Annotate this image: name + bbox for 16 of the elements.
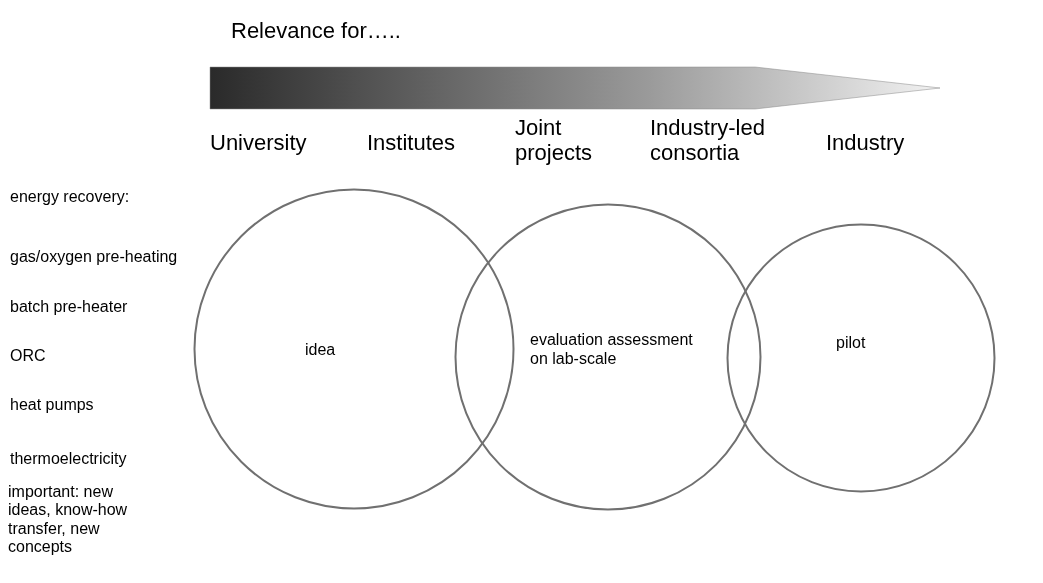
note-text: important: new ideas, know-how transfer, new concepts — [8, 483, 129, 557]
circle-label: idea — [305, 340, 337, 360]
topic-label: heat pumps — [10, 396, 95, 415]
section-heading: energy recovery: — [10, 188, 131, 207]
topic-label: batch pre-heater — [10, 298, 129, 317]
stage-label: Industry — [826, 130, 906, 156]
topic-label: thermoelectricity — [10, 450, 128, 469]
circle-label: pilot — [836, 333, 867, 353]
stage-label: Industry-led consortia — [650, 115, 766, 166]
heading: Relevance for….. — [231, 18, 401, 44]
topic-label: gas/oxygen pre-heating — [10, 248, 179, 267]
stage-label: Joint projects — [515, 115, 594, 166]
circle-label: evaluation assessment on lab-scale — [530, 330, 694, 369]
stage-label: Institutes — [367, 130, 457, 156]
stage-label: University — [210, 130, 308, 156]
topic-label: ORC — [10, 347, 47, 366]
